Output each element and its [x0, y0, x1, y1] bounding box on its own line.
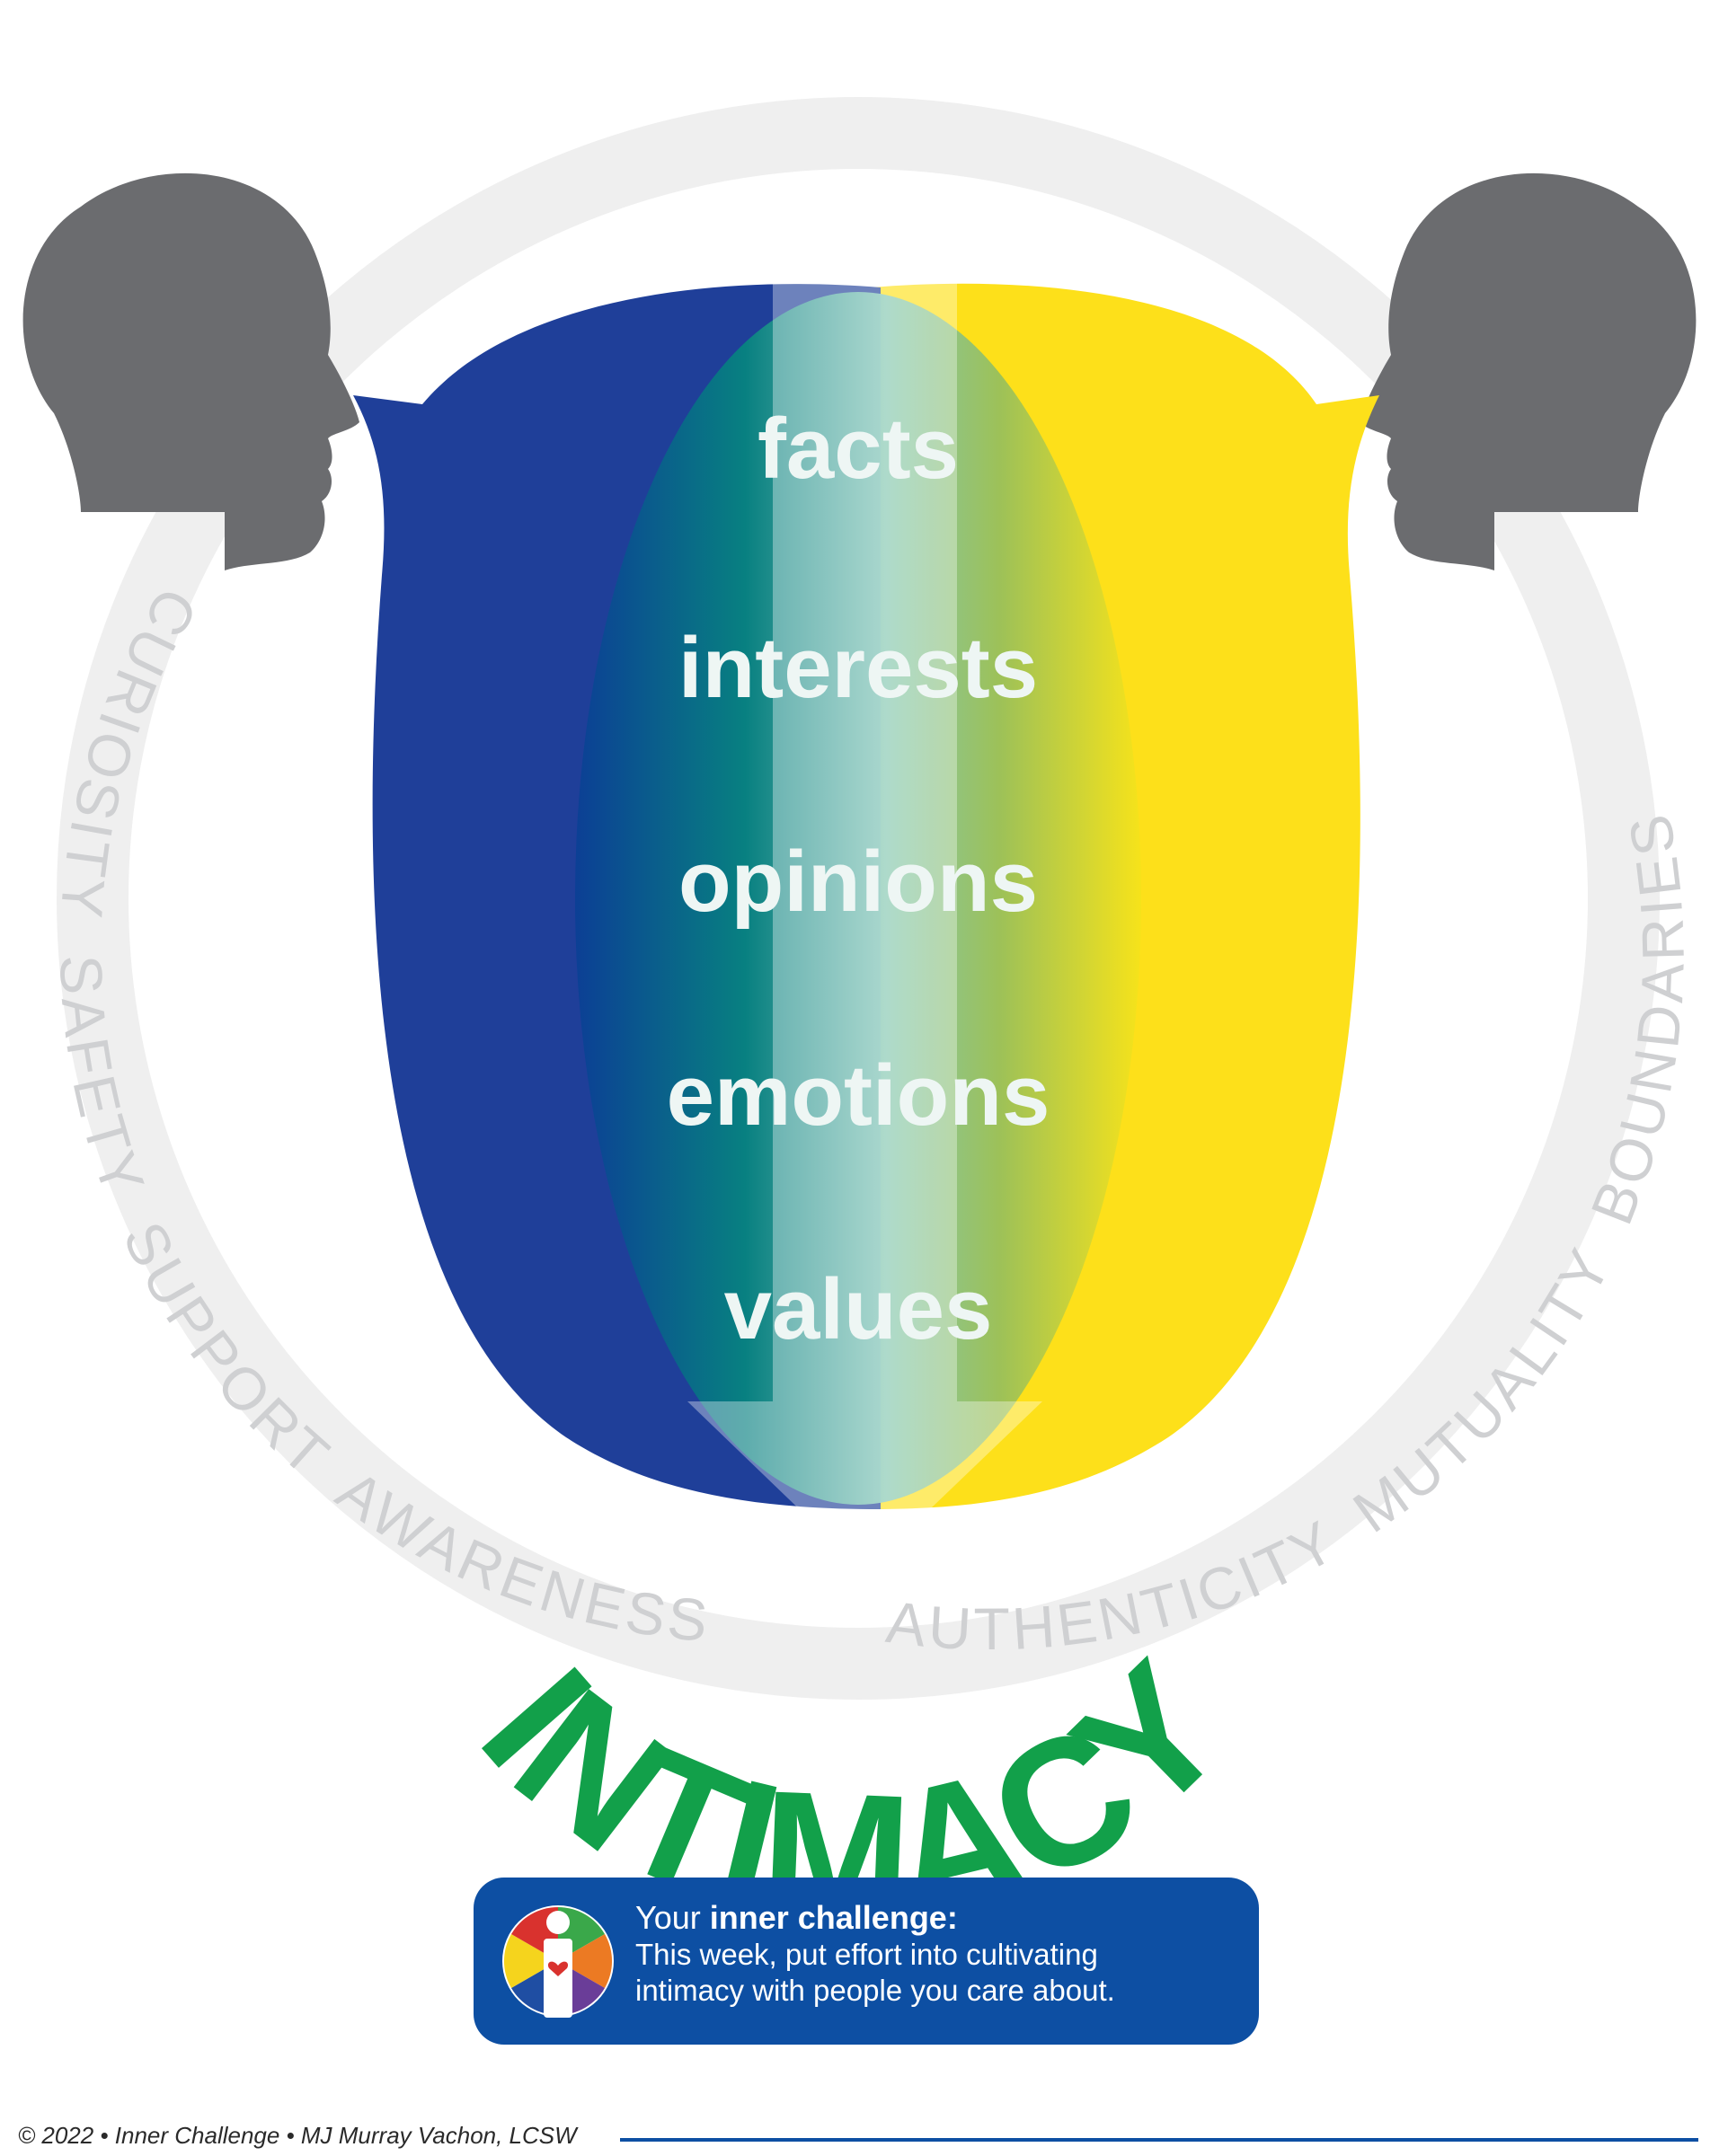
ring [57, 97, 1660, 1700]
layer-label-facts: facts [758, 401, 959, 497]
layer-label-emotions: emotions [667, 1047, 1050, 1144]
challenge-heading-bold: inner challenge: [709, 1899, 958, 1936]
overlap-ellipse [575, 292, 1141, 1505]
inner-challenge-logo-icon [502, 1905, 614, 2018]
footer-divider [620, 2138, 1698, 2142]
down-arrow-icon [687, 189, 1042, 1572]
layer-label-interests: interests [678, 620, 1038, 716]
challenge-heading: Your inner challenge: [635, 1899, 1115, 1937]
challenge-line-1: This week, put effort into cultivating [635, 1938, 1098, 1971]
inner-challenge-box: Your inner challenge: This week, put eff… [474, 1878, 1259, 2045]
left-head-icon [22, 172, 359, 570]
challenge-line-2: intimacy with people you care about. [635, 1974, 1115, 2007]
layer-label-opinions: opinions [678, 834, 1038, 930]
footer-credit: © 2022 • Inner Challenge • MJ Murray Vac… [18, 2122, 577, 2149]
challenge-heading-prefix: Your [635, 1899, 710, 1936]
ring-word-support: SUPPORT [111, 1212, 341, 1488]
right-head-icon [1360, 172, 1697, 570]
layer-label-values: values [724, 1261, 993, 1357]
